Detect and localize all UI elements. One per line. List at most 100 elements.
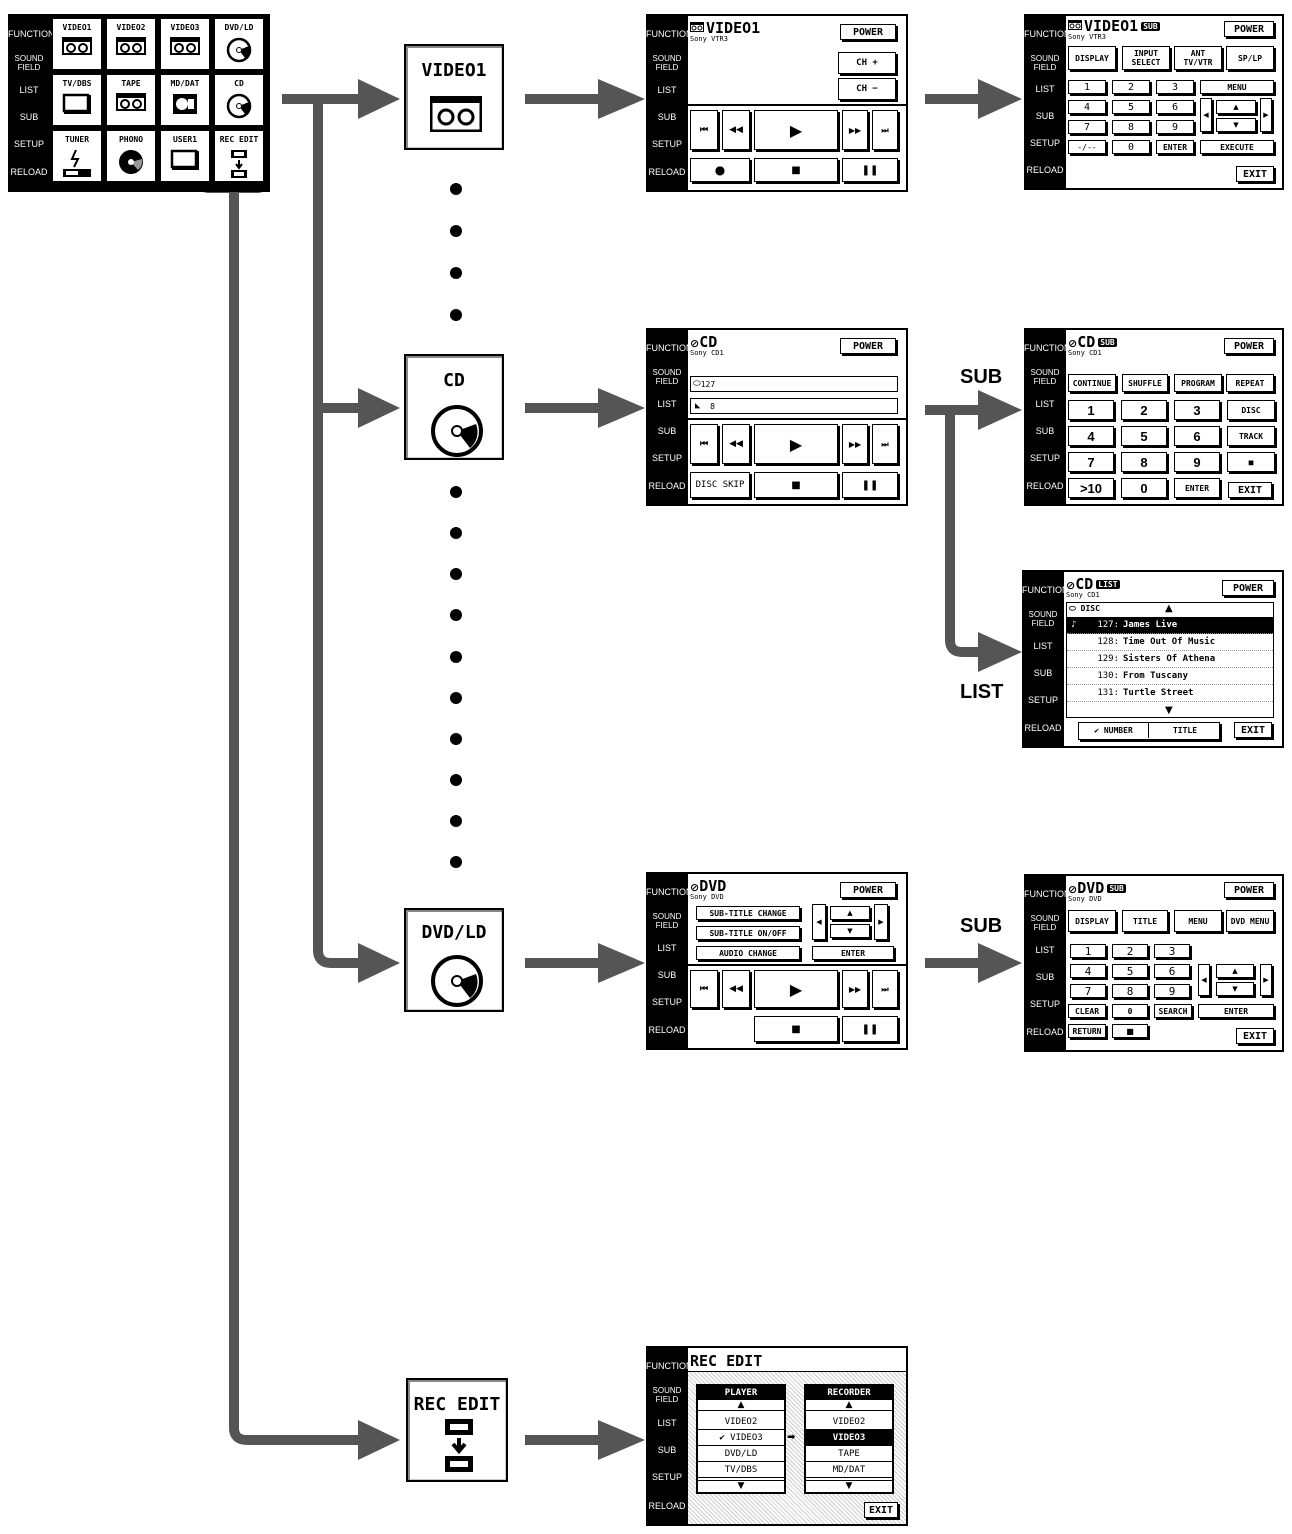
sidebar-sound-field[interactable]: SOUND FIELD bbox=[1030, 53, 1060, 72]
list-item[interactable]: 129:Sisters Of Athena bbox=[1067, 651, 1273, 668]
sidebar-sub[interactable]: SUB bbox=[657, 426, 677, 436]
stop-button[interactable]: ■ bbox=[754, 158, 838, 182]
sidebar-function[interactable]: FUNCTION bbox=[1024, 343, 1071, 353]
sidebar-setup[interactable]: SETUP bbox=[651, 997, 682, 1007]
enter-button[interactable]: ENTER bbox=[812, 946, 894, 960]
clear-button[interactable]: CLEAR bbox=[1068, 1004, 1106, 1018]
ant-tvvtr-button[interactable]: ANT TV/VTR bbox=[1174, 46, 1222, 70]
up-arrow-button[interactable]: ▲ bbox=[1216, 100, 1256, 114]
sp-lp-button[interactable]: SP/LP bbox=[1226, 46, 1274, 70]
power-button[interactable]: POWER bbox=[1224, 338, 1274, 354]
key-6[interactable]: 6 bbox=[1154, 964, 1190, 978]
subtitle-onoff-button[interactable]: SUB-TITLE ON/OFF bbox=[696, 926, 800, 940]
key-exit[interactable]: EXIT bbox=[1228, 482, 1272, 498]
input-cell-tvdbs[interactable]: TV/DBS bbox=[52, 74, 102, 126]
skip-back-button[interactable]: ⏮ bbox=[690, 970, 718, 1008]
skip-forward-button[interactable]: ⏭ bbox=[872, 110, 898, 150]
play-button[interactable]: ▶ bbox=[754, 424, 838, 464]
list-item[interactable]: 128:Time Out Of Music bbox=[1067, 634, 1273, 651]
sidebar-function[interactable]: FUNCTION bbox=[1022, 585, 1069, 595]
right-arrow-button[interactable]: ▶ bbox=[1260, 98, 1272, 132]
play-button[interactable]: ▶ bbox=[754, 970, 838, 1008]
up-arrow-button[interactable]: ▲ bbox=[830, 906, 870, 920]
key-7[interactable]: 7 bbox=[1068, 452, 1114, 472]
skip-forward-button[interactable]: ⏭ bbox=[872, 970, 898, 1008]
key-7[interactable]: 7 bbox=[1068, 120, 1106, 134]
sidebar-reload[interactable]: RELOAD bbox=[10, 167, 48, 177]
sidebar-reload[interactable]: RELOAD bbox=[1024, 723, 1062, 733]
list-item[interactable]: 131:Turtle Street bbox=[1067, 685, 1273, 702]
ch-plus-button[interactable]: CH + bbox=[838, 52, 896, 74]
sort-number-button[interactable]: ✔ NUMBER bbox=[1079, 723, 1149, 738]
right-arrow-button[interactable]: ▶ bbox=[874, 904, 888, 940]
sidebar-function[interactable]: FUNCTION bbox=[8, 29, 55, 39]
input-cell-cd[interactable]: CD bbox=[214, 74, 264, 126]
right-arrow-button[interactable]: ▶ bbox=[1260, 964, 1272, 996]
key-enter[interactable]: ENTER bbox=[1156, 140, 1194, 154]
exit-button[interactable]: EXIT bbox=[864, 1502, 898, 1518]
sidebar-list[interactable]: LIST bbox=[657, 399, 677, 409]
power-button[interactable]: POWER bbox=[1222, 580, 1274, 596]
down-arrow-button[interactable]: ▼ bbox=[1216, 982, 1254, 996]
sidebar-reload[interactable]: RELOAD bbox=[648, 1500, 686, 1511]
video1-big-button[interactable]: VIDEO1 bbox=[404, 44, 504, 150]
key-1[interactable]: 1 bbox=[1068, 400, 1114, 420]
power-button[interactable]: POWER bbox=[1224, 882, 1274, 898]
left-arrow-button[interactable]: ◀ bbox=[812, 904, 826, 940]
sidebar-sound-field[interactable]: SOUND FIELD bbox=[14, 54, 44, 72]
stop-button[interactable]: ■ bbox=[754, 1016, 838, 1042]
play-button[interactable]: ▶ bbox=[754, 110, 838, 150]
input-cell-dvdld[interactable]: DVD/LD bbox=[214, 18, 264, 70]
display-button[interactable]: DISPLAY bbox=[1068, 46, 1116, 70]
skip-back-button[interactable]: ⏮ bbox=[690, 424, 718, 464]
fast-forward-button[interactable]: ▶▶ bbox=[842, 424, 868, 464]
menu-button[interactable]: MENU bbox=[1174, 910, 1222, 932]
sidebar-sub[interactable]: SUB bbox=[1035, 972, 1055, 982]
rewind-button[interactable]: ◀◀ bbox=[722, 424, 750, 464]
list-item[interactable]: 130:From Tuscany bbox=[1067, 668, 1273, 685]
dvd-menu-button[interactable]: DVD MENU bbox=[1226, 910, 1274, 932]
continue-button[interactable]: CONTINUE bbox=[1068, 374, 1116, 392]
scroll-up-arrow[interactable]: ▲ bbox=[806, 1400, 892, 1411]
pause-button[interactable]: ❚❚ bbox=[842, 1016, 898, 1042]
sidebar-function[interactable]: FUNCTION bbox=[1024, 889, 1071, 899]
key-2[interactable]: 2 bbox=[1112, 80, 1150, 94]
stop-button[interactable]: ■ bbox=[754, 472, 838, 498]
key-2[interactable]: 2 bbox=[1112, 944, 1148, 958]
sidebar-sound-field[interactable]: SOUND FIELD bbox=[1030, 368, 1060, 386]
sidebar-setup[interactable]: SETUP bbox=[1029, 137, 1060, 148]
skip-forward-button[interactable]: ⏭ bbox=[872, 424, 898, 464]
down-arrow-button[interactable]: ▼ bbox=[1216, 118, 1256, 132]
title-button[interactable]: TITLE bbox=[1122, 910, 1168, 932]
key-4[interactable]: 4 bbox=[1070, 964, 1106, 978]
sidebar-function[interactable]: FUNCTION bbox=[646, 1361, 693, 1372]
key-4[interactable]: 4 bbox=[1068, 100, 1106, 114]
menu-button[interactable]: MENU bbox=[1200, 80, 1274, 94]
sidebar-list[interactable]: LIST bbox=[1033, 641, 1053, 651]
sidebar-sound-field[interactable]: SOUND FIELD bbox=[1028, 610, 1058, 628]
ch-minus-button[interactable]: CH − bbox=[838, 78, 896, 100]
key-9[interactable]: 9 bbox=[1154, 984, 1190, 998]
input-select-button[interactable]: INPUT SELECT bbox=[1122, 46, 1170, 70]
sidebar-reload[interactable]: RELOAD bbox=[1026, 1027, 1064, 1037]
display-button[interactable]: DISPLAY bbox=[1068, 910, 1116, 932]
input-cell-video3[interactable]: VIDEO3 bbox=[160, 18, 210, 70]
exit-button[interactable]: EXIT bbox=[1236, 166, 1274, 182]
key-3[interactable]: 3 bbox=[1156, 80, 1194, 94]
sidebar-setup[interactable]: SETUP bbox=[651, 453, 682, 463]
key-10[interactable]: >10 bbox=[1068, 478, 1114, 498]
sidebar-setup[interactable]: SETUP bbox=[651, 139, 682, 149]
input-cell-tape[interactable]: TAPE bbox=[106, 74, 156, 126]
scroll-down-arrow[interactable]: ▼ bbox=[698, 1480, 784, 1491]
key-1[interactable]: 1 bbox=[1070, 944, 1106, 958]
list-item[interactable]: ✔ VIDEO3 bbox=[698, 1430, 784, 1446]
key-3[interactable]: 3 bbox=[1174, 400, 1220, 420]
sort-title-button[interactable]: TITLE bbox=[1172, 726, 1198, 735]
left-arrow-button[interactable]: ◀ bbox=[1200, 98, 1212, 132]
repeat-button[interactable]: REPEAT bbox=[1226, 374, 1274, 392]
sidebar-function[interactable]: FUNCTION bbox=[1024, 28, 1071, 39]
enter-button[interactable]: ENTER bbox=[1198, 1004, 1274, 1018]
sidebar-sound-field[interactable]: SOUND FIELD bbox=[652, 368, 682, 386]
sidebar-reload[interactable]: RELOAD bbox=[1026, 165, 1064, 176]
key-2[interactable]: 2 bbox=[1121, 400, 1167, 420]
